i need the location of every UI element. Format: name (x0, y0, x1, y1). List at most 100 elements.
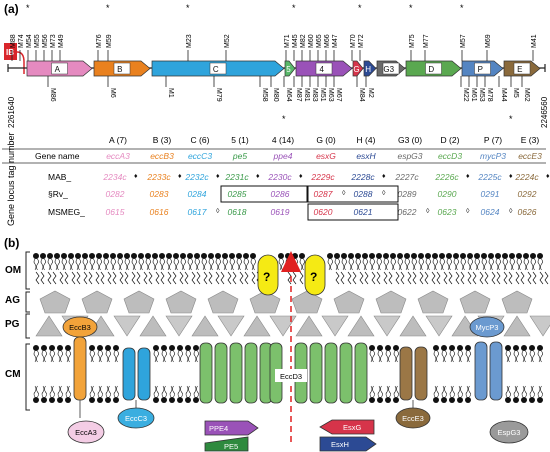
mutant-label-bottom: M67 (335, 88, 342, 102)
box-esxg-esxh-rv (307, 185, 399, 203)
outer-membrane (33, 253, 549, 285)
gene-arrow-label: G3 (383, 65, 394, 74)
gene-arrow-label: 4 (320, 65, 325, 74)
esxg-label: EsxG (343, 423, 362, 432)
eccd3-helix (199, 342, 213, 404)
mutant-star: * (186, 3, 190, 13)
mutant-label-bottom: M81 (303, 88, 310, 102)
table-cell-mab: 2233c (146, 172, 171, 182)
locus-table: Gene nameMAB_§Rv_MSMEG_eccA32234c♦028206… (35, 151, 550, 217)
table-gene-name: eccE3 (518, 151, 542, 161)
mutant-label-bottom: M62 (523, 88, 530, 102)
table-row-header: §Rv_ (48, 189, 68, 199)
mutant-label-top: M82 (300, 34, 307, 48)
table-cell-mab: 2231c (224, 172, 249, 182)
gene-count: H (4) (357, 135, 376, 145)
mutant-label-top: M65 (316, 34, 323, 48)
mutant-label-top: M56 (42, 34, 49, 48)
table-cell-mark: ◊ (509, 208, 513, 215)
gene-arrow-g: G (352, 60, 364, 77)
table-gene-name: esxH (356, 151, 376, 161)
table-row-header: MAB_ (48, 172, 71, 182)
mutant-label-top: M52 (224, 34, 231, 48)
mutant-label-bottom: M80 (272, 88, 279, 102)
table-cell-mab: 2226c (434, 172, 459, 182)
mutant-star: * (358, 3, 362, 13)
table-cell-mab: 2224c (514, 172, 539, 182)
table-gene-name: eccD3 (438, 151, 462, 161)
ecca3-label: EccA3 (75, 428, 97, 437)
gene-arrow-label: B (117, 65, 122, 74)
table-cell-mark: ♦ (509, 173, 513, 180)
table-gene-name: eccC3 (188, 151, 212, 161)
table-cell-mark: ◊ (342, 190, 346, 197)
mutant-label-bottom: M64 (285, 88, 292, 102)
mutant-label-top: M57 (460, 34, 467, 48)
mycp3-protein: MycP3 (469, 316, 505, 401)
mutant-label-top: M75 (409, 34, 416, 48)
eccd3-label: EccD3 (280, 372, 302, 381)
mutant-star: * (26, 3, 30, 13)
mutant-star: * (292, 3, 296, 13)
mutant-label-top: M70 (350, 34, 357, 48)
table-cell-rv: 0289 (398, 189, 417, 199)
table-cell-msmeg: 0624 (481, 207, 500, 217)
mutant-label-bottom: M44 (500, 88, 507, 102)
gene-count: P (7) (484, 135, 502, 145)
table-cell-msmeg: 0626 (518, 207, 537, 217)
table-cell-mab: 2232c (184, 172, 209, 182)
table-cell-mab: 2229c (310, 172, 335, 182)
mutant-label-bottom: M79 (215, 88, 222, 102)
mutant-label-top: M69 (485, 34, 492, 48)
gene-arrow-g3: G3 (376, 60, 406, 77)
gene-arrow-b: B (93, 60, 151, 77)
gene-arrow-label: D (428, 65, 434, 74)
mutant-label-bottom: M84 (358, 88, 365, 102)
table-cell-rv: 0282 (106, 189, 125, 199)
table-cell-rv: 0285 (228, 189, 247, 199)
table-cell-mab: 2225c (477, 172, 502, 182)
gene-arrow-d: D (405, 60, 462, 77)
table-cell-msmeg: 0616 (150, 207, 169, 217)
gene-count: E (3) (521, 135, 540, 145)
mutant-label-top: M23 (186, 34, 193, 48)
gene-count: G3 (0) (398, 135, 422, 145)
gene-count-row: A (7)B (3)C (6)5 (1)4 (14)G (0)H (4)G3 (… (109, 135, 539, 145)
mutant-label-bottom: M2 (367, 88, 374, 98)
eccd3-helix (339, 342, 353, 404)
mutant-label-bottom: M5 (512, 88, 519, 98)
mutant-star: * (509, 114, 513, 124)
table-cell-rv: 0284 (188, 189, 207, 199)
mutant-label-bottom: M58 (261, 88, 268, 102)
ecce3-label: EccE3 (402, 414, 424, 423)
box-esxg-esxh-msmeg (307, 203, 399, 221)
table-cell-mark: ♦ (299, 173, 303, 180)
mutant-star: * (409, 3, 413, 13)
table-cell-mark: ♦ (178, 173, 182, 180)
gene-count: 5 (1) (231, 135, 249, 145)
coord-right: 2246560 (540, 96, 549, 128)
box-pe5-ppe4-rv (220, 185, 308, 203)
eccd3-label-box: EccD3 (275, 369, 307, 382)
esxh-label: EsxH (331, 440, 349, 449)
eccb3-label: EccB3 (69, 323, 91, 332)
panel-b-label: (b) (4, 236, 19, 250)
table-cell-mab: 2228c (350, 172, 375, 182)
gene-count: 4 (14) (272, 135, 294, 145)
ib-box (4, 43, 17, 60)
gene-arrow-p: P (461, 60, 504, 77)
table-cell-mark: ◊ (216, 208, 220, 215)
mutant-label-top: M76 (96, 34, 103, 48)
gene-arrow-4: 4 (295, 60, 353, 77)
gene-arrow-c: C (151, 60, 285, 77)
mutant-label-bottom: M83 (311, 88, 318, 102)
mutant-label-top: M66 (324, 34, 331, 48)
layer-ag-label: AG (5, 295, 20, 306)
ecca3-protein: EccA3 (67, 400, 105, 444)
table-cell-msmeg: 0617 (188, 207, 207, 217)
om-pore-right: ? (304, 254, 326, 296)
table-cell-mab: 2230c (267, 172, 292, 182)
coord-left: 2261640 (7, 96, 16, 128)
table-row-header: MSMEG_ (48, 207, 85, 217)
gene-arrow-label: C (213, 65, 219, 74)
